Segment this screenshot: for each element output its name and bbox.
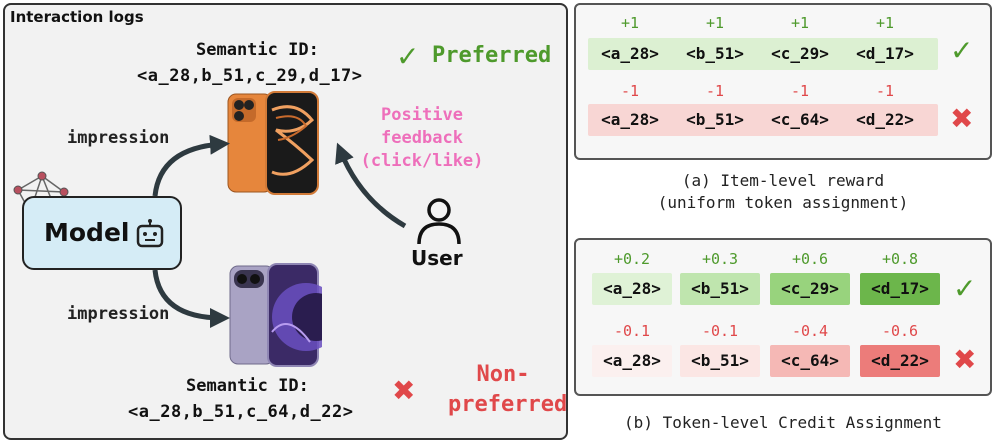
item-score: -1	[875, 82, 895, 100]
panel-title: Interaction logs	[10, 8, 144, 26]
item-check-icon: ✓	[950, 34, 974, 67]
non-preferred-line-1: Non-	[476, 362, 530, 387]
model-label: Model	[44, 218, 130, 247]
orange-phone-image	[227, 91, 319, 195]
item-score: +1	[790, 14, 810, 32]
token-score: +0.2	[613, 250, 651, 268]
preferred-label: Preferred	[432, 43, 552, 68]
feedback-line-1: Positive	[381, 105, 463, 125]
item-score: -1	[790, 82, 810, 100]
preferred-check-icon: ✓	[396, 40, 420, 73]
item-cross-icon: ✖	[950, 102, 974, 135]
caption-a: (a) Item-level reward (uniform token ass…	[574, 170, 992, 214]
item-token: <b_51>	[686, 44, 744, 63]
feedback-line-2: feedback	[381, 128, 463, 148]
item-token: <d_17>	[856, 44, 914, 63]
item-score: +1	[875, 14, 895, 32]
token-score: +0.6	[791, 250, 829, 268]
token-score: +0.3	[701, 250, 739, 268]
user-icon	[417, 198, 461, 245]
item-token: <a_28>	[601, 110, 659, 129]
token-score: -0.1	[613, 322, 651, 340]
feedback-line-3: (click/like)	[360, 151, 484, 171]
token-cell: <c_29>	[770, 273, 850, 305]
item-score: -1	[620, 82, 640, 100]
token-score: -0.6	[881, 322, 919, 340]
robot-icon	[136, 219, 164, 248]
token-cell: <b_51>	[680, 273, 760, 305]
token-cross-icon: ✖	[953, 343, 977, 376]
non-preferred-label: Non- preferred	[448, 360, 568, 420]
caption-a-line-2: (uniform token assignment)	[657, 193, 909, 212]
token-check-icon: ✓	[953, 272, 977, 305]
purple-phone-image	[229, 263, 322, 367]
non-preferred-line-2: preferred	[448, 392, 568, 417]
impression-arrow-bottom	[152, 269, 230, 328]
item-level-nonpreferred-band	[588, 104, 938, 136]
token-cell: <b_51>	[680, 345, 760, 377]
positive-feedback-text: Positive feedback (click/like)	[352, 104, 492, 173]
item-token: <a_28>	[601, 44, 659, 63]
impression-arrow-top	[152, 134, 230, 197]
feedback-arrow	[335, 142, 407, 229]
item-level-preferred-band	[588, 38, 938, 70]
item-score: +1	[705, 14, 725, 32]
item-token: <d_22>	[856, 110, 914, 129]
token-score: -0.4	[791, 322, 829, 340]
non-preferred-semantic-label: Semantic ID:	[186, 376, 309, 396]
token-score: -0.1	[701, 322, 739, 340]
flow-arrows	[152, 134, 407, 328]
item-score: +1	[620, 14, 640, 32]
non-preferred-semantic-value: <a_28,b_51,c_64,d_22>	[128, 402, 354, 422]
impression-label-top: impression	[67, 128, 170, 148]
user-label: User	[411, 246, 463, 270]
token-cell: <d_17>	[860, 273, 940, 305]
item-token: <b_51>	[686, 110, 744, 129]
caption-a-line-1: (a) Item-level reward	[681, 171, 885, 190]
token-cell: <d_22>	[860, 345, 940, 377]
item-token: <c_29>	[771, 44, 829, 63]
token-score: +0.8	[881, 250, 919, 268]
impression-label-bottom: impression	[67, 304, 170, 324]
token-cell: <a_28>	[592, 345, 672, 377]
token-cell: <c_64>	[770, 345, 850, 377]
caption-b: (b) Token-level Credit Assignment	[624, 413, 942, 432]
item-score: -1	[705, 82, 725, 100]
preferred-semantic-label: Semantic ID:	[196, 40, 319, 60]
item-token: <c_64>	[771, 110, 829, 129]
token-cell: <a_28>	[592, 273, 672, 305]
non-preferred-cross-icon: ✖	[392, 374, 416, 407]
preferred-semantic-value: <a_28,b_51,c_29,d_17>	[137, 66, 363, 86]
